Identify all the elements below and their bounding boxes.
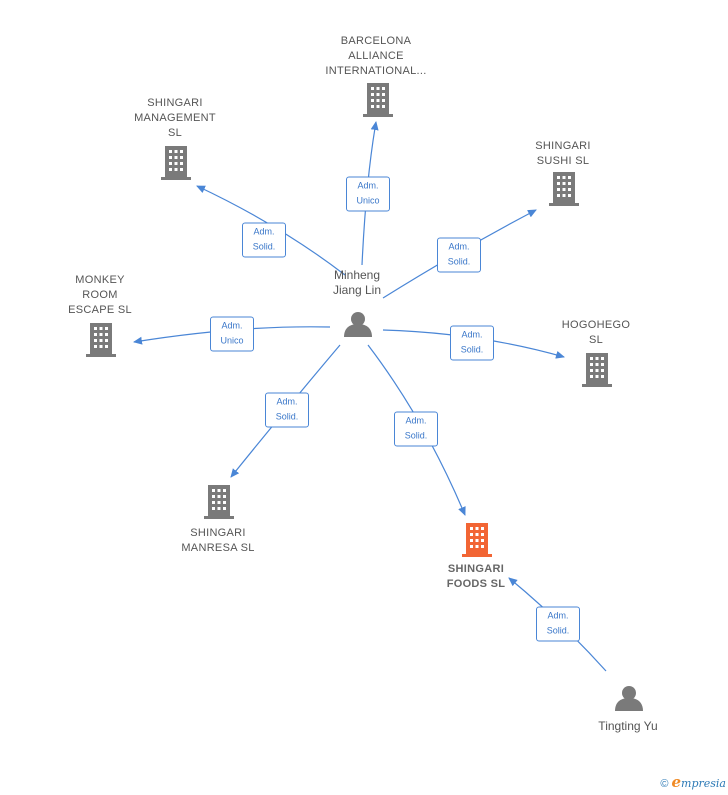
building-icon-management[interactable] xyxy=(161,146,191,180)
building-icon-monkey[interactable] xyxy=(86,323,116,357)
footer-brand: © empresia xyxy=(660,773,726,791)
company-label-monkey[interactable]: MONKEY ROOM ESCAPE SL xyxy=(68,274,132,316)
relation-label-monkey[interactable]: Adm. Unico xyxy=(210,316,254,352)
building-icon-hogohego[interactable] xyxy=(582,353,612,387)
brand-initial: e xyxy=(671,773,682,791)
brand-logo: empresia xyxy=(671,773,726,791)
building-icon-sushi[interactable] xyxy=(549,172,579,206)
person-label-minheng[interactable]: Minheng Jiang Lin xyxy=(332,268,382,297)
relation-label-management[interactable]: Adm. Solid. xyxy=(242,222,286,258)
company-label-hogohego[interactable]: HOGOHEGO SL xyxy=(561,319,631,346)
relation-label-manresa[interactable]: Adm. Solid. xyxy=(265,392,309,428)
company-label-foods[interactable]: SHINGARI FOODS SL xyxy=(446,563,506,590)
relation-label-barcelona[interactable]: Adm. Unico xyxy=(346,176,390,212)
relation-label-sushi[interactable]: Adm. Solid. xyxy=(437,237,481,273)
person-icon-minheng[interactable] xyxy=(344,312,372,337)
relation-label-foods[interactable]: Adm. Solid. xyxy=(394,411,438,447)
company-label-sushi[interactable]: SHINGARI SUSHI SL xyxy=(535,140,591,167)
brand-name: mpresia xyxy=(681,777,726,790)
building-icon-foods[interactable] xyxy=(462,523,492,557)
company-label-management[interactable]: SHINGARI MANAGEMENT SL xyxy=(134,97,216,139)
relation-label-hogohego[interactable]: Adm. Solid. xyxy=(450,325,494,361)
company-label-manresa[interactable]: SHINGARI MANRESA SL xyxy=(181,527,255,554)
company-label-barcelona[interactable]: BARCELONA ALLIANCE INTERNATIONAL... xyxy=(325,35,427,77)
copyright-symbol: © xyxy=(660,778,669,790)
building-icon-barcelona[interactable] xyxy=(363,83,393,117)
building-icon-manresa[interactable] xyxy=(204,485,234,519)
relation-label-tingting-foods[interactable]: Adm. Solid. xyxy=(536,606,580,642)
person-icon-tingting[interactable] xyxy=(615,686,643,711)
person-label-tingting[interactable]: Tingting Yu xyxy=(598,719,658,733)
